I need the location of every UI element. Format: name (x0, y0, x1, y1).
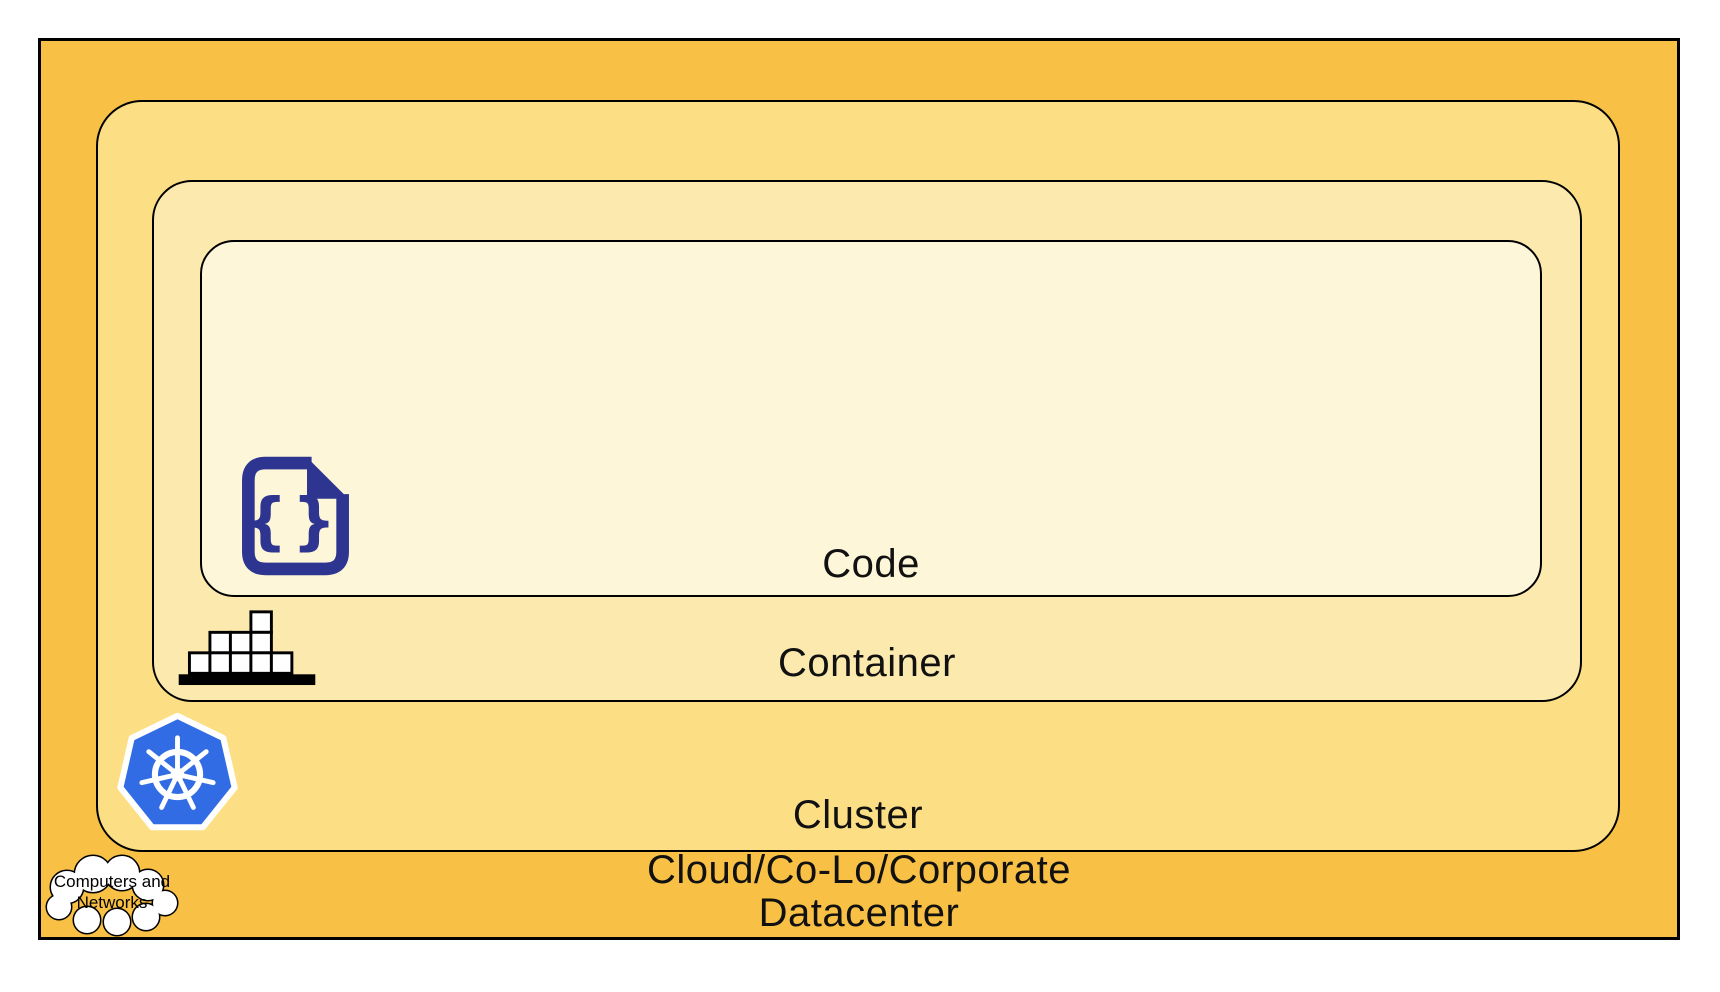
datacenter-label-line1: Cloud/Co-Lo/Corporate (646, 848, 1072, 892)
layer-cluster: {} Code (96, 100, 1620, 852)
kubernetes-icon (117, 712, 238, 831)
cloud-icon: Computers and Networks (37, 847, 187, 941)
document-outline (242, 456, 349, 576)
cloud-callout-text: Computers and Networks (37, 871, 187, 913)
datacenter-label: Cloud/Co-Lo/Corporate Datacenter (41, 849, 1677, 935)
box-stack (187, 610, 294, 675)
braces-glyph: {} (243, 484, 341, 557)
container-stack-icon (178, 610, 316, 686)
ship-wheel (139, 735, 216, 810)
base-bar (178, 674, 316, 686)
cloud-text-line1: Computers and (53, 872, 171, 891)
code-label: Code (822, 542, 920, 586)
layer-datacenter: {} Code (38, 38, 1680, 940)
layer-code: {} Code (200, 240, 1542, 597)
cloud-shape (45, 854, 179, 937)
code-file-icon: {} (242, 456, 349, 576)
container-label: Container (778, 641, 956, 685)
datacenter-label-line2: Datacenter (758, 891, 960, 935)
cluster-label: Cluster (792, 793, 924, 837)
layer-container: {} Code (152, 180, 1582, 702)
cloud-text-line2: Networks (76, 893, 148, 912)
